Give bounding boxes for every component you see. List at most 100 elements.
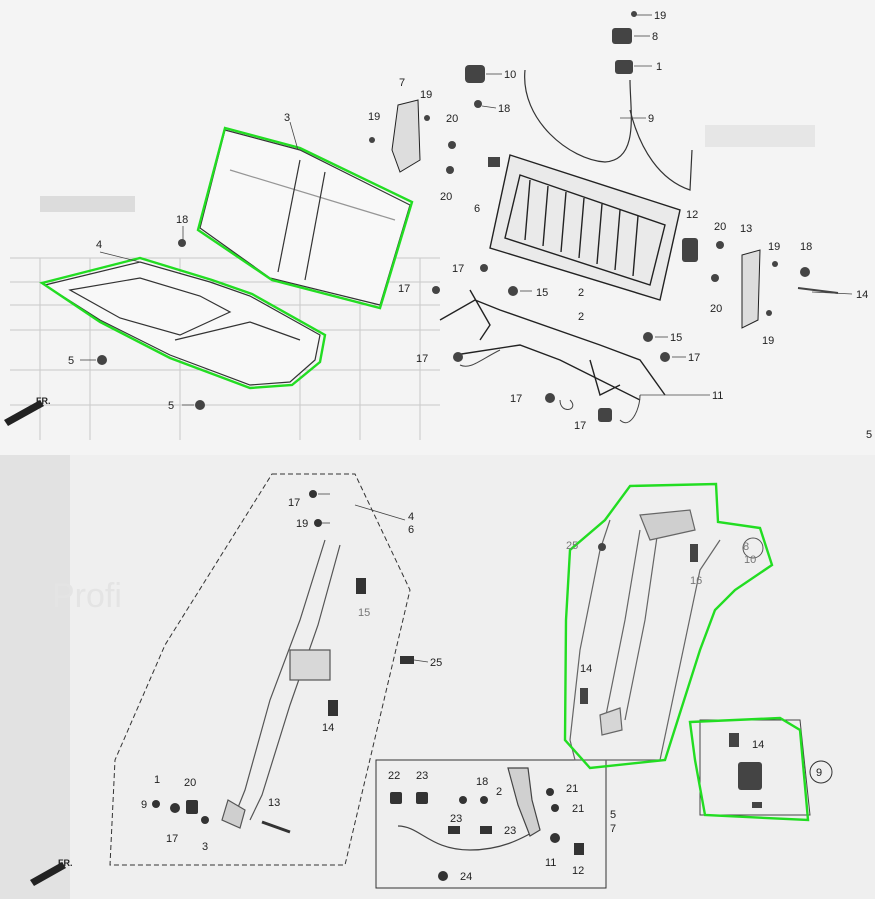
callout-label: 1	[154, 774, 160, 786]
callout-label: 8	[652, 31, 658, 43]
buckle-group-outline	[375, 759, 607, 889]
callout-label: 9	[648, 113, 654, 125]
front-arrow-icon: FR.	[4, 396, 51, 426]
page-shadow	[0, 455, 70, 899]
buckle-group-callouts: 22 23 18 2 21 21 5 7 23 23 11 12 24	[388, 770, 616, 883]
callout-label: 17	[688, 352, 700, 364]
left-group-callouts: 17 19 4 6 15 25 14 1 20 9 17 3 13	[141, 497, 442, 853]
top-panel-background	[0, 0, 875, 455]
seat-cushion-highlight	[39, 256, 327, 390]
hinge-bracket	[391, 99, 421, 173]
callout-label: 17	[574, 420, 586, 432]
callout-label: 20	[714, 221, 726, 233]
callout-label: 17	[166, 833, 178, 845]
callout-label: 20	[184, 777, 196, 789]
callout-label: 17	[510, 393, 522, 405]
callout-label: 6	[474, 203, 480, 215]
callout-label: 7	[610, 823, 616, 835]
side-bracket	[741, 249, 761, 329]
callout-label: 6	[408, 524, 414, 536]
callout-label: 15	[536, 287, 548, 299]
callout-label: 19	[420, 89, 432, 101]
callout-label: 13	[740, 223, 752, 235]
callout-label: 20	[710, 303, 722, 315]
callout-label: 19	[368, 111, 380, 123]
callout-label: 9	[816, 767, 822, 779]
left-seat-belt	[221, 539, 341, 829]
callout-label: 2	[578, 287, 584, 299]
callout-label: 22	[388, 770, 400, 782]
callout-label: 24	[460, 871, 472, 883]
left-group-fasteners	[152, 490, 414, 834]
callout-label: 12	[686, 209, 698, 221]
callout-label: 4	[96, 239, 102, 251]
callout-label: 10	[744, 554, 756, 566]
callout-label: 15	[358, 607, 370, 619]
right-group-callouts: 25 8 10 16 14 14 9	[566, 540, 822, 779]
callout-label: 14	[580, 663, 592, 675]
callout-label: 19	[768, 241, 780, 253]
callout-label: 9	[141, 799, 147, 811]
front-arrow-icon: FR.	[30, 858, 73, 886]
top-callouts: 19 8 1 10 18 9 7 19 19 20 20 6 3 18 4 5 …	[68, 10, 872, 441]
callout-label: 3	[284, 112, 290, 124]
callout-label: 19	[762, 335, 774, 347]
front-marker-label: FR.	[58, 858, 73, 868]
callout-label: 16	[690, 575, 702, 587]
callout-label: 19	[296, 518, 308, 530]
callout-label: 5	[68, 355, 74, 367]
callout-label: 3	[202, 841, 208, 853]
callout-label: 14	[752, 739, 764, 751]
leader-lines	[80, 14, 853, 406]
front-marker-label: FR.	[36, 396, 51, 406]
callout-label: 25	[430, 657, 442, 669]
callout-label: 5	[168, 400, 174, 412]
background-stamp	[705, 125, 815, 147]
callout-label: 18	[476, 776, 488, 788]
right-belt-highlight	[563, 482, 774, 770]
buckle-group-fasteners	[390, 788, 584, 881]
callout-label: 17	[452, 263, 464, 275]
callout-label: 23	[416, 770, 428, 782]
lower-rail	[439, 289, 666, 401]
wire-harness	[459, 349, 641, 423]
callout-label: 1	[656, 61, 662, 73]
callout-label: 17	[416, 353, 428, 365]
callout-label: 17	[288, 497, 300, 509]
callout-label: 5	[610, 809, 616, 821]
buckle-assembly	[397, 767, 541, 851]
callout-label: 18	[176, 214, 188, 226]
seat-back-frame	[489, 154, 681, 301]
watermark-text: Profi	[52, 577, 122, 615]
callout-label: 11	[545, 857, 556, 869]
callout-label: 5	[866, 429, 872, 441]
callout-label: 8	[743, 541, 749, 553]
left-belt-group-outline	[109, 473, 411, 866]
seat-back-highlight	[196, 126, 414, 310]
callout-circle	[809, 760, 833, 784]
callout-label: 18	[800, 241, 812, 253]
callout-label: 20	[446, 113, 458, 125]
bottom-panel-background	[0, 455, 875, 899]
callout-circle	[742, 537, 764, 559]
seat-cushion	[43, 261, 321, 386]
callout-label: 15	[670, 332, 682, 344]
callout-label: 17	[398, 283, 410, 295]
callout-label: 4	[408, 511, 414, 523]
callout-label: 14	[322, 722, 334, 734]
callout-label: 14	[856, 289, 868, 301]
callout-label: 20	[440, 191, 452, 203]
background-stamp	[40, 196, 135, 212]
callout-label: 2	[496, 786, 502, 798]
callout-label: 13	[268, 797, 280, 809]
callout-label: 21	[572, 803, 584, 815]
callout-label: 10	[504, 69, 516, 81]
right-bracket-highlight	[688, 716, 810, 822]
fasteners	[97, 11, 839, 422]
callout-label: 25	[566, 540, 578, 552]
callout-label: 23	[450, 813, 462, 825]
highlight-outline	[39, 126, 414, 390]
belt-webbing	[629, 109, 693, 191]
